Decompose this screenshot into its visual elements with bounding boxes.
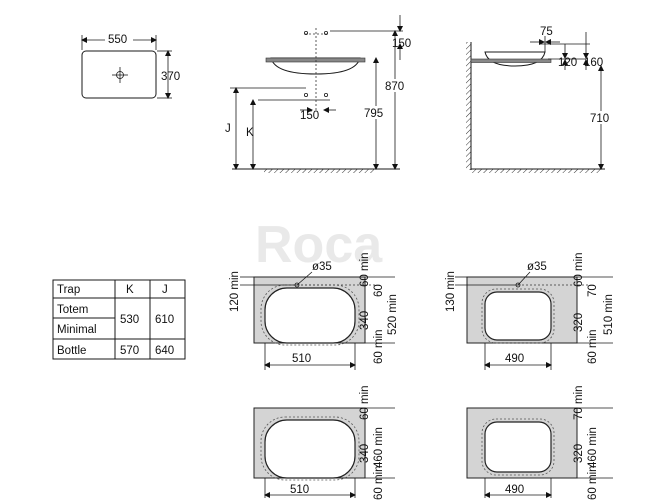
dim-60min-top-3: 60 min xyxy=(359,385,371,420)
cutout-diagram-4: 70 min 320 460 min 60 min 490 xyxy=(466,385,613,500)
table-cell-totem-k: 530 xyxy=(120,314,139,326)
dim-70-2: 70 xyxy=(587,284,599,297)
table-row-totem: Totem xyxy=(57,304,88,316)
dim-120min: 120 min xyxy=(229,271,241,312)
dim-130min: 130 min xyxy=(445,271,457,312)
watermark-logo: Roca xyxy=(255,216,383,274)
dim-60min-bottom-1: 60 min xyxy=(373,329,385,364)
table-row-minimal: Minimal xyxy=(57,324,97,336)
dim-870: 870 xyxy=(385,81,404,93)
wall-hatch xyxy=(466,42,471,170)
dia-35-2: ø35 xyxy=(527,261,547,273)
dim-60min-top-2: 60 min xyxy=(573,252,585,287)
dim-60min-bottom-2: 60 min xyxy=(587,329,599,364)
wall-view: 75 120 160 710 xyxy=(466,26,614,173)
dim-340-1: 340 xyxy=(359,311,371,330)
dim-490-4: 490 xyxy=(505,484,524,496)
dim-490-2: 490 xyxy=(505,353,524,365)
table-header-j: J xyxy=(162,284,168,296)
label-k: K xyxy=(246,127,254,139)
side-view: 150 795 870 150 J K xyxy=(225,15,411,173)
table-cell-bottle-j: 640 xyxy=(155,345,174,357)
dim-510-3: 510 xyxy=(290,484,309,496)
table-cell-totem-j: 610 xyxy=(155,314,174,326)
dim-520min: 520 min xyxy=(387,294,399,335)
table-cell-bottle-k: 570 xyxy=(120,345,139,357)
dim-depth-370: 370 xyxy=(161,71,180,83)
dim-160: 160 xyxy=(584,57,603,69)
dim-320-4: 320 xyxy=(573,444,585,463)
dim-60min-top-1: 60 min xyxy=(359,252,371,287)
cutout-diagram-1: ø35 120 min 60 min 60 340 520 min 60 min… xyxy=(229,252,399,370)
dim-60min-bottom-3: 60 min xyxy=(373,465,385,500)
cutout-diagram-3: 60 min 340 460 min 60 min 510 xyxy=(253,385,395,500)
dim-710: 710 xyxy=(590,113,609,125)
floor-hatch xyxy=(264,169,374,173)
top-view: 550 370 xyxy=(81,33,180,99)
cutout-diagram-2: ø35 130 min 60 min 70 320 510 min 60 min… xyxy=(445,252,615,370)
countertop xyxy=(265,57,366,63)
dim-795: 795 xyxy=(364,108,383,120)
trap-table: Trap K J Totem Minimal 530 610 Bottle 57… xyxy=(52,279,186,360)
table-row-bottle: Bottle xyxy=(57,345,86,357)
dim-120: 120 xyxy=(558,57,577,69)
table-header-k: K xyxy=(126,284,134,296)
dim-60min-bottom-4: 60 min xyxy=(587,465,599,500)
dim-150-bottom: 150 xyxy=(300,110,319,122)
dim-340-3: 340 xyxy=(359,444,371,463)
dim-60-1: 60 xyxy=(373,284,385,297)
basin-outline-top xyxy=(81,50,157,99)
dim-320-2: 320 xyxy=(573,313,585,332)
dim-510min: 510 min xyxy=(603,294,615,335)
dim-460min-3: 460 min xyxy=(373,427,385,468)
table-header-trap: Trap xyxy=(57,284,80,296)
dim-510-1: 510 xyxy=(292,353,311,365)
label-j: J xyxy=(225,123,231,135)
dia-35-1: ø35 xyxy=(312,261,332,273)
dim-width-550: 550 xyxy=(108,34,127,46)
dim-460min-4: 460 min xyxy=(587,427,599,468)
dim-70min-top-4: 70 min xyxy=(573,385,585,420)
dim-75: 75 xyxy=(540,26,553,38)
